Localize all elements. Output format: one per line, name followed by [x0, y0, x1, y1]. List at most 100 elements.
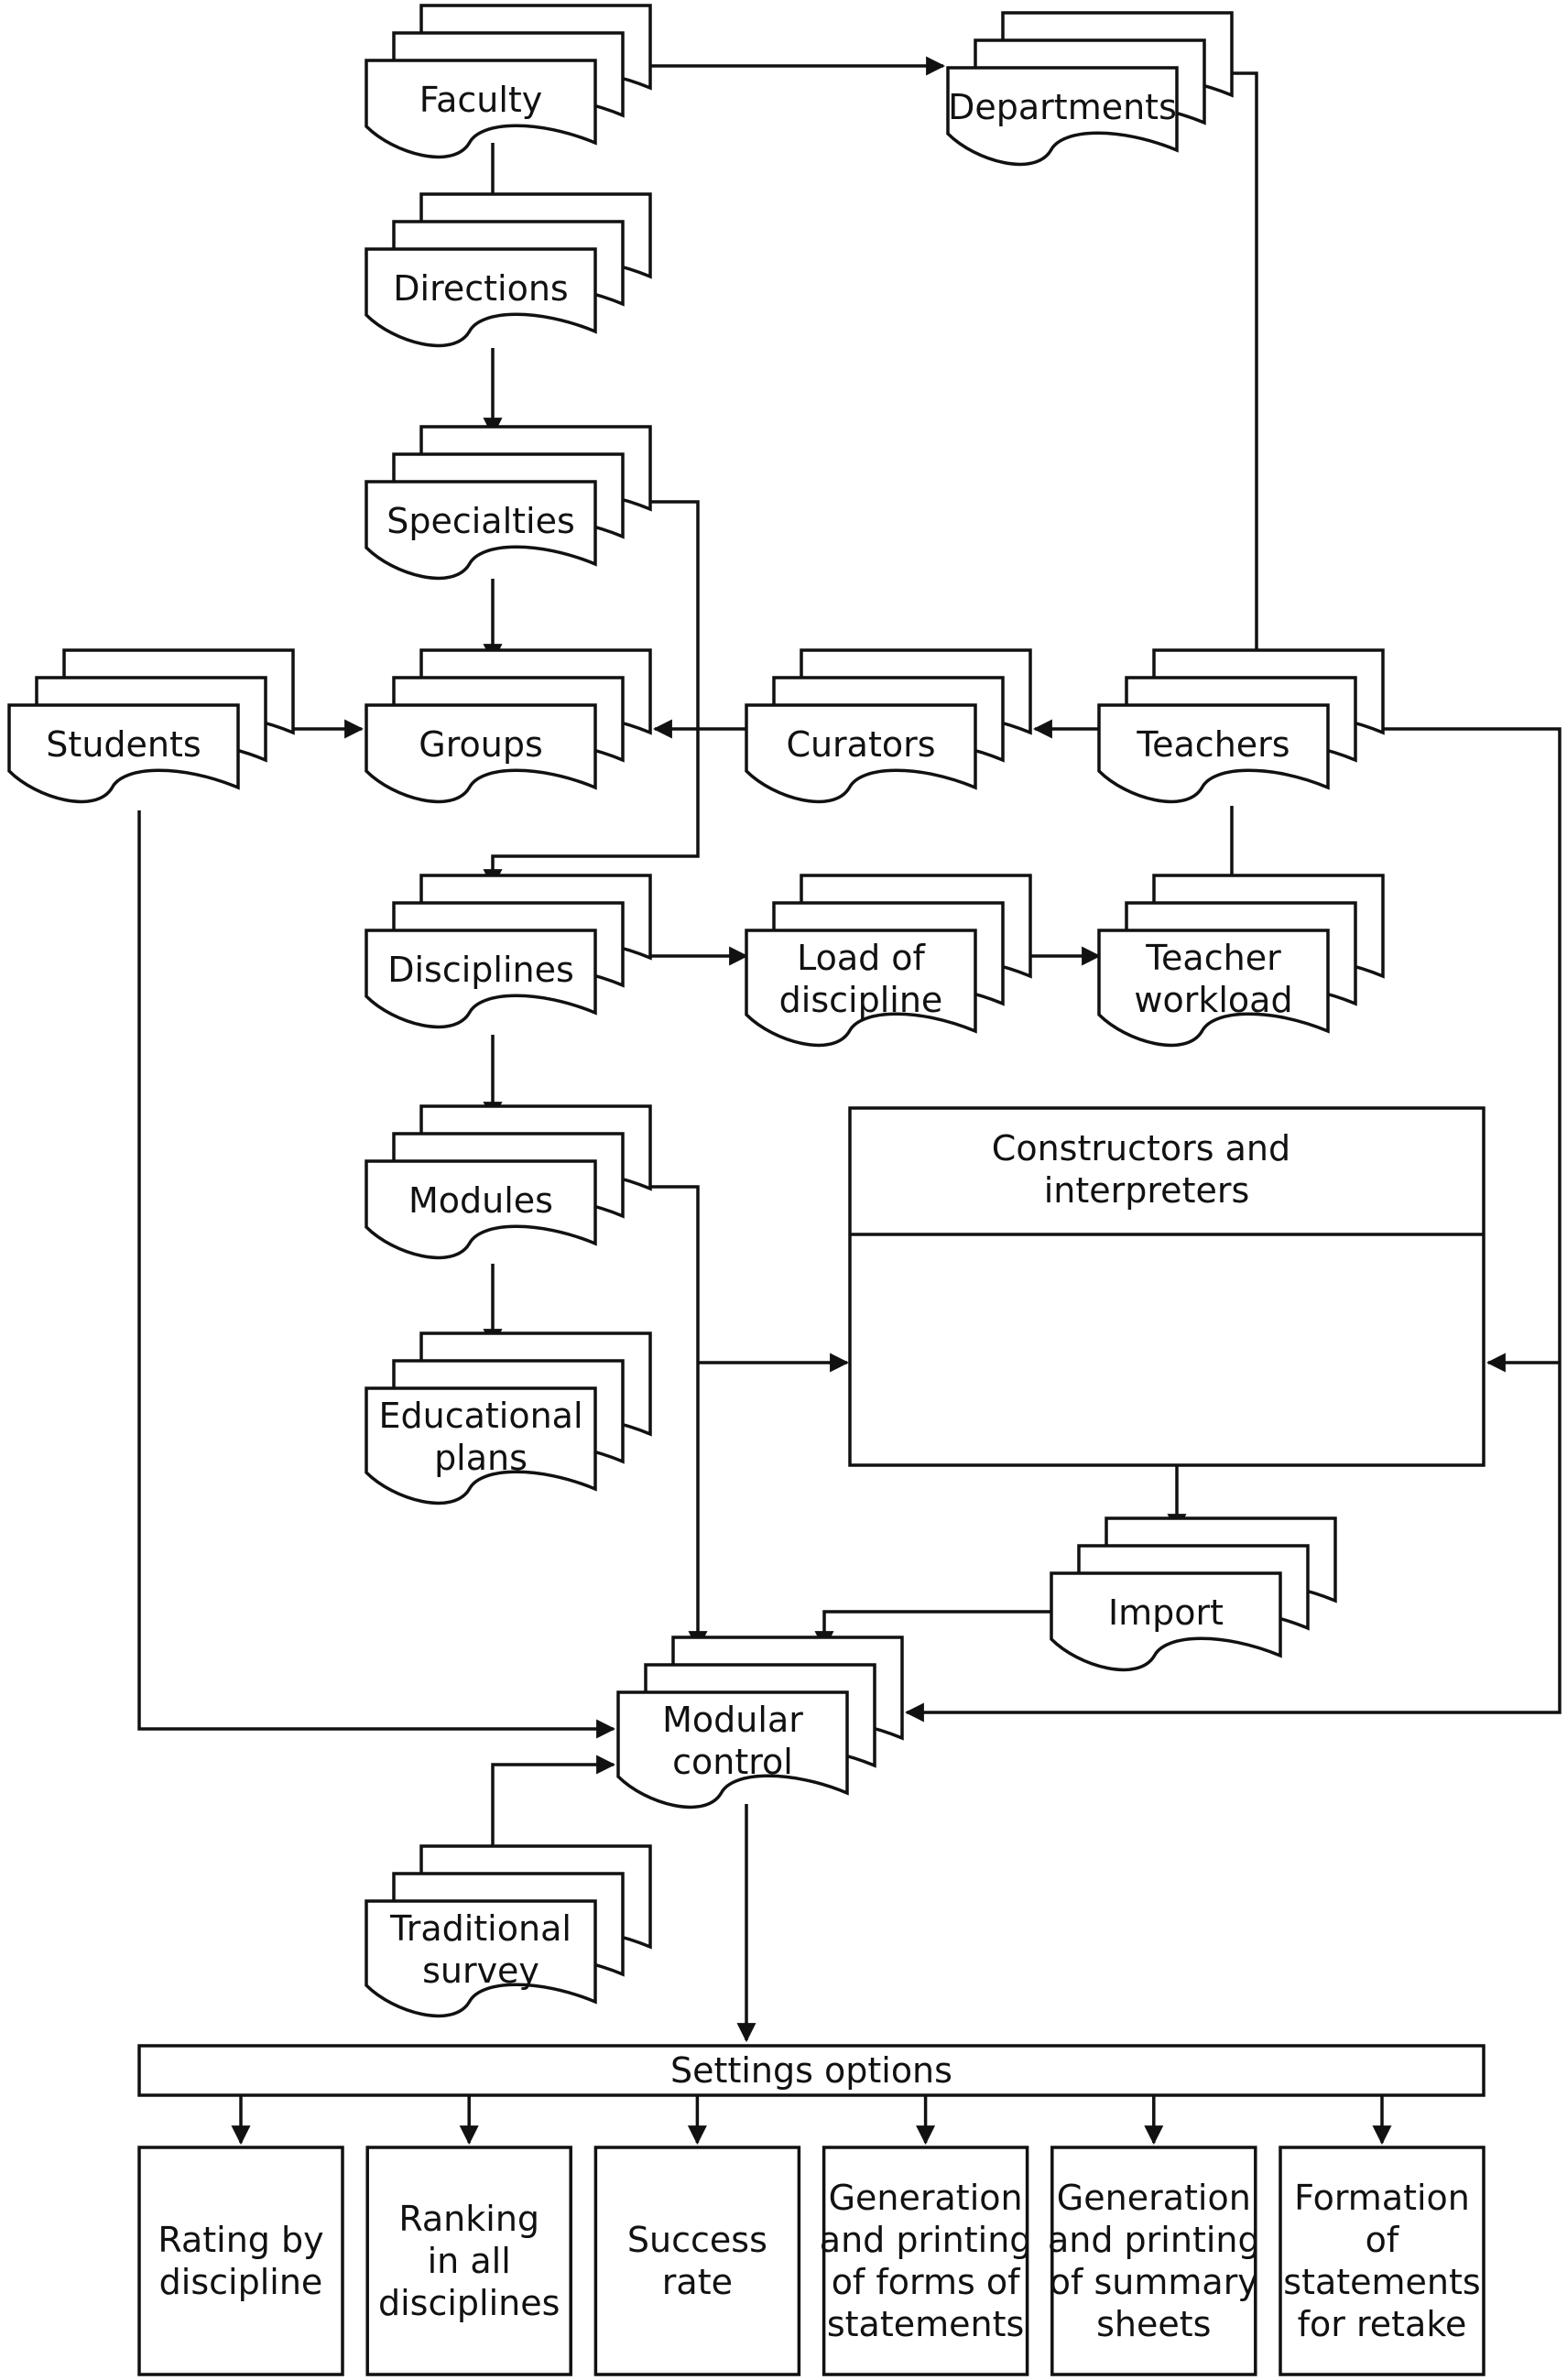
- formation-retake-label: for retake: [1298, 2304, 1467, 2344]
- educational-plans-label: plans: [434, 1438, 528, 1478]
- generation-forms-label: and printing: [820, 2220, 1032, 2260]
- connectors: [137, 56, 1562, 2146]
- ranking-in-all-disciplines-label: in all: [428, 2241, 511, 2281]
- modules-node: Modules: [365, 1104, 652, 1260]
- specialties-node: Specialties: [365, 425, 652, 581]
- specialties-label: Specialties: [386, 501, 575, 541]
- groups-label: Groups: [419, 724, 543, 765]
- import-node: Import: [1050, 1516, 1337, 1672]
- load-of-discipline-label: discipline: [779, 980, 943, 1020]
- disciplines-sheet: [365, 929, 597, 1029]
- modular-control-label: Modular: [662, 1700, 803, 1740]
- groups-sheet: [365, 703, 597, 804]
- document-nodes: Faculty DepartmentsDirectionsSpecialtiesS…: [7, 4, 1465, 2018]
- success-rate-label: Success: [627, 2220, 767, 2260]
- generation-forms-frame: [822, 2146, 1029, 2376]
- modules-label: Modules: [408, 1180, 553, 1221]
- curators-label: Curators: [786, 724, 935, 765]
- generation-summary-label: sheets: [1096, 2304, 1211, 2344]
- teacher-workload-sheet: [1097, 929, 1330, 1048]
- constructors-panel-frame: [848, 1106, 1485, 1467]
- directions-sheet: [365, 247, 597, 348]
- disciplines-node: Disciplines: [365, 874, 652, 1029]
- constructors-and-interpreters-panel: Constructors and interpreters: [848, 1106, 1485, 1467]
- constructors-title: Constructors and interpreters: [992, 1128, 1301, 1211]
- settings-options-label: Settings options: [670, 2050, 952, 2091]
- educational-plans-label: Educational: [378, 1396, 582, 1436]
- formation-retake-label: statements: [1283, 2262, 1480, 2302]
- students-label: Students: [46, 724, 201, 765]
- ranking-in-all-disciplines-frame: [365, 2146, 572, 2376]
- formation-retake-label: of: [1366, 2220, 1400, 2260]
- formation-retake-label: Formation: [1294, 2178, 1470, 2218]
- teachers-node: Teachers: [1097, 648, 1385, 804]
- directions-node: Directions: [365, 192, 652, 348]
- constructors-title-line-1: Constructors and: [992, 1128, 1290, 1168]
- import-sheet: [1050, 1571, 1282, 1672]
- ranking-in-all-disciplines-label: disciplines: [378, 2283, 560, 2323]
- settings-options-bar: Settings options: [137, 2044, 1485, 2097]
- constructors-title-line-2: interpreters: [1044, 1170, 1250, 1211]
- directions-label: Directions: [393, 268, 568, 309]
- edge-modules-modular-control: [650, 1185, 708, 1651]
- faculty-sheet: [365, 59, 597, 159]
- specialties-sheet: [365, 480, 597, 581]
- formation-retake-frame: [1279, 2146, 1485, 2376]
- departments-sheet: [946, 66, 1179, 167]
- faculty-node: Faculty: [365, 4, 652, 159]
- teachers-sheet: [1097, 703, 1330, 804]
- teacher-workload-label: Teacher: [1145, 938, 1281, 978]
- edge-survey-modular-control: [491, 1755, 616, 1868]
- import-label: Import: [1108, 1592, 1224, 1633]
- students-sheet: [7, 703, 240, 804]
- success-rate-frame: [593, 2146, 801, 2376]
- curators-node: Curators: [745, 648, 1032, 804]
- departments-node: Departments: [946, 11, 1234, 167]
- curators-sheet: [745, 703, 977, 804]
- generation-summary-frame: [1050, 2146, 1257, 2376]
- rating-by-discipline-frame: [137, 2146, 344, 2376]
- edge-students-modular-control: [137, 810, 616, 1739]
- rating-by-discipline-label: discipline: [159, 2262, 323, 2302]
- teacher-workload-label: workload: [1134, 980, 1292, 1020]
- generation-summary-label: Generation: [1057, 2178, 1251, 2218]
- edge-teachers-right-rail: [904, 727, 1562, 1723]
- departments-label: Departments: [948, 87, 1177, 127]
- modular-control-label: control: [672, 1742, 793, 1782]
- generation-forms-label: statements: [827, 2304, 1024, 2344]
- edge-departments-teachers: [1232, 71, 1267, 673]
- edge-specialties-disciplines: [483, 500, 700, 889]
- settings-options-frame: [137, 2044, 1485, 2097]
- disciplines-label: Disciplines: [387, 950, 574, 990]
- educational-plans-sheet: [365, 1386, 597, 1505]
- modules-sheet: [365, 1159, 597, 1260]
- load-of-discipline-label: Load of: [797, 938, 926, 978]
- traditional-survey-sheet: [365, 1899, 597, 2018]
- generation-forms-label: of forms of: [832, 2262, 1021, 2302]
- students-node: Students: [7, 648, 295, 804]
- modular-control-sheet: [616, 1690, 849, 1809]
- groups-node: Groups: [365, 648, 652, 804]
- traditional-survey-label: survey: [422, 1951, 539, 1991]
- faculty-label: Faculty: [419, 80, 543, 120]
- traditional-survey-label: Traditional: [389, 1908, 571, 1949]
- ranking-in-all-disciplines-label: Ranking: [398, 2199, 539, 2239]
- generation-summary-label: and printing: [1048, 2220, 1260, 2260]
- generation-summary-label: of summary: [1050, 2262, 1258, 2302]
- rating-by-discipline-label: Rating by: [158, 2220, 323, 2260]
- generation-forms-label: Generation: [829, 2178, 1023, 2218]
- teachers-label: Teachers: [1136, 724, 1290, 765]
